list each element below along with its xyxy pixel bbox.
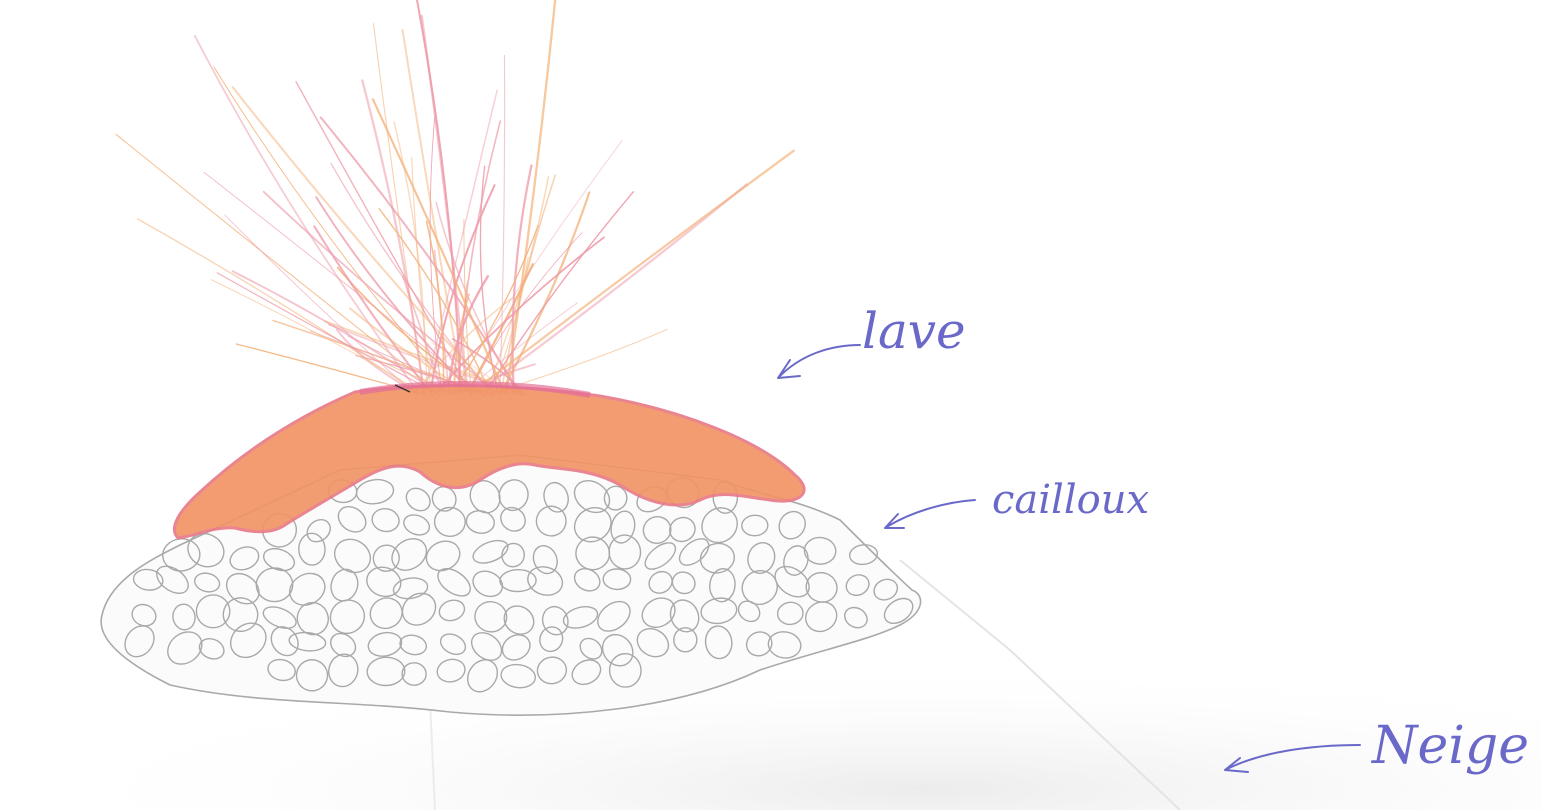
- lava-spray: [116, 0, 794, 396]
- spray-stroke: [455, 141, 623, 391]
- label-neige: Neige: [1372, 720, 1529, 772]
- spray-stroke: [225, 215, 417, 396]
- label-lave: lave: [862, 306, 966, 356]
- arrow-lave: [778, 345, 860, 378]
- arrow-cailloux: [885, 500, 975, 528]
- label-cailloux: cailloux: [992, 480, 1149, 520]
- spray-stroke: [211, 279, 422, 392]
- spray-stroke: [214, 67, 455, 394]
